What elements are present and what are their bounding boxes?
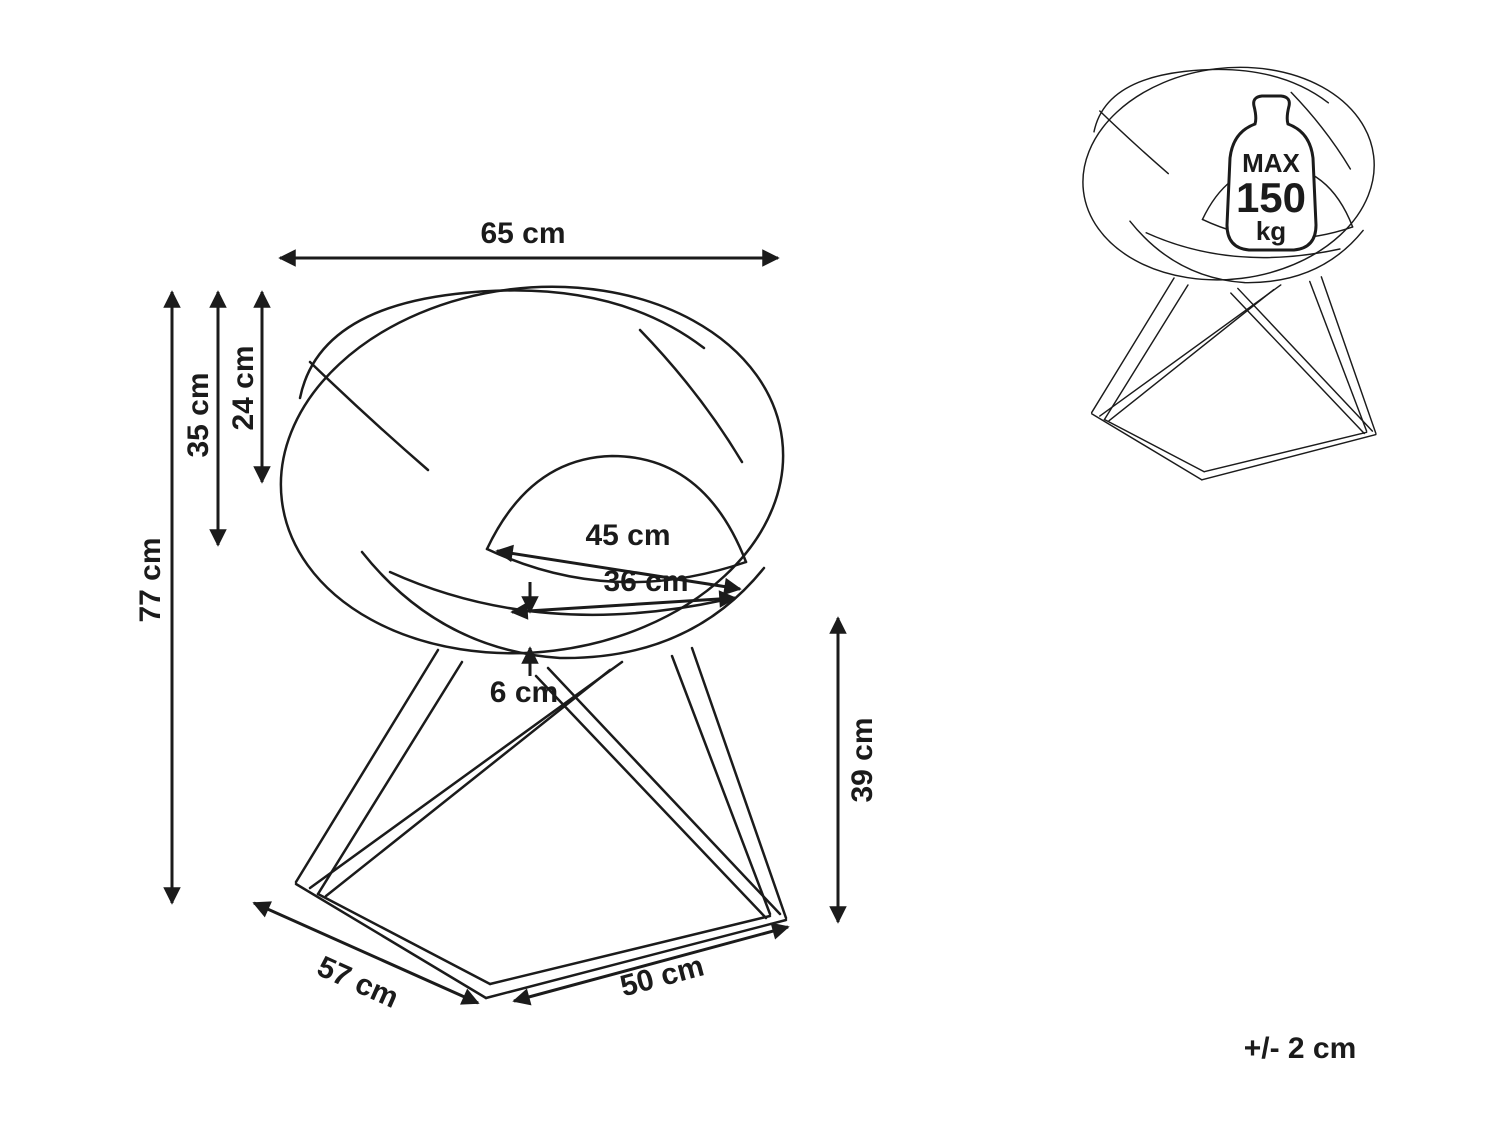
- dim-seat-width-label: 45 cm: [585, 519, 670, 552]
- max-load-value: 150: [1236, 174, 1306, 221]
- inset-chair-line-art: [1069, 50, 1388, 481]
- dim-overall-width-label: 65 cm: [480, 217, 565, 250]
- chair-leg-cross-right-outer: [546, 666, 782, 916]
- dim-cushion-thickness-label: 6 cm: [490, 676, 558, 709]
- dim-base-depth-arrow: [252, 901, 480, 1005]
- max-load-unit: kg: [1256, 216, 1286, 246]
- dim-seat-depth-label: 36 cm: [603, 565, 688, 598]
- dim-base-width-label: 50 cm: [617, 950, 708, 1004]
- dim-overall-height-label: 77 cm: [134, 537, 167, 622]
- max-load-label: MAX: [1242, 148, 1300, 178]
- chair-opening-top-edge: [485, 454, 748, 564]
- chair-backrest-inner-seam: [298, 289, 706, 400]
- dim-base-width-arrow: [512, 922, 790, 1006]
- chair-leg-left-outer: [294, 648, 440, 884]
- dim-seat-depth-arrow: [510, 590, 737, 620]
- weight-vase-icon: [1225, 94, 1318, 252]
- chair-seam-left: [308, 360, 430, 472]
- dim-seat-width-arrow: [495, 544, 742, 596]
- chair-leg-cross-right-inner: [534, 674, 768, 920]
- tolerance-note: +/- 2 cm: [1244, 1032, 1357, 1065]
- dimension-arrows: [163, 249, 847, 1006]
- chair-leg-left-inner: [316, 660, 464, 896]
- max-load-badge: MAX 150 kg: [1225, 94, 1318, 252]
- chair-leg-cross-left-inner: [324, 668, 612, 898]
- dim-leg-height-label: 39 cm: [846, 717, 879, 802]
- dim-backrest-height-label: 35 cm: [182, 372, 215, 457]
- chair-line-art: [279, 285, 788, 1000]
- chair-seam-right: [638, 328, 744, 464]
- chair-leg-cross-left-outer: [308, 660, 624, 890]
- dim-base-depth-label: 57 cm: [312, 950, 403, 1015]
- chair-backrest-outline: [279, 285, 785, 655]
- chair-leg-right-outer: [690, 646, 788, 920]
- dimension-labels: 65 cm 77 cm 35 cm 24 cm 45 cm 36 cm 6 cm…: [134, 217, 879, 1015]
- dim-backrest-inner-height-label: 24 cm: [227, 345, 260, 430]
- chair-leg-right-inner: [670, 654, 772, 916]
